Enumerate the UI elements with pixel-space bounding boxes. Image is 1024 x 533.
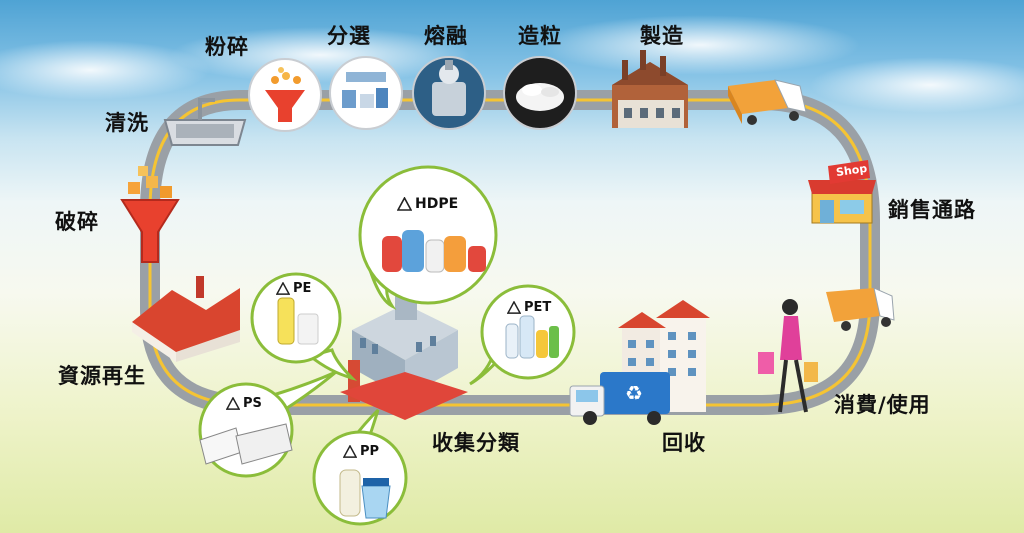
plastic-type-pp: PP — [360, 444, 380, 459]
hdpe-bottles — [382, 230, 486, 273]
bubble-hdpe — [358, 165, 498, 310]
cycle-road — [140, 90, 880, 415]
recycle-triangle-icon — [343, 445, 357, 458]
regeneration-factory-icon — [132, 276, 240, 362]
delivery-truck-right-icon — [826, 287, 895, 331]
label-pelletize: 造粒 — [518, 24, 562, 48]
shop-icon — [808, 160, 876, 224]
shopper-icon — [758, 299, 818, 413]
sort-circle-icon — [329, 56, 403, 130]
recycle-triangle-icon — [397, 197, 412, 211]
bubble-ps — [198, 370, 337, 478]
label-melt: 熔融 — [424, 24, 468, 48]
delivery-truck-top-icon — [728, 79, 807, 125]
label-sales-channel: 銷售通路 — [888, 198, 976, 222]
plastic-type-pet: PET — [524, 300, 552, 315]
pellet-circle-icon — [503, 56, 577, 130]
label-crush: 破碎 — [55, 210, 99, 234]
label-consume-use: 消費/使用 — [834, 393, 931, 417]
tag-pe: PE — [276, 281, 311, 296]
label-resource-regeneration: 資源再生 — [58, 364, 146, 388]
svg-text:♻: ♻ — [625, 381, 643, 405]
label-collect-sort: 收集分類 — [432, 431, 520, 455]
plastic-type-ps: PS — [243, 396, 262, 411]
factory-icon — [612, 50, 688, 128]
bubble-pp — [312, 408, 408, 526]
recycle-triangle-icon — [507, 301, 521, 314]
label-manufacture: 製造 — [640, 24, 684, 48]
funnel-crush-icon — [120, 166, 180, 263]
melt-circle-icon — [412, 56, 486, 130]
plastic-type-pe: PE — [293, 281, 312, 296]
pulverize-circle-icon — [248, 58, 322, 132]
tag-pet: PET — [507, 300, 551, 315]
garbage-truck-icon: ♻ — [569, 372, 670, 425]
collection-plant-icon — [340, 296, 468, 420]
label-recycle: 回收 — [662, 431, 706, 455]
tag-hdpe: HDPE — [397, 196, 458, 212]
bubble-pe — [250, 272, 358, 381]
tag-pp: PP — [343, 444, 379, 459]
bubble-pet — [469, 284, 576, 386]
label-wash: 清洗 — [105, 111, 149, 135]
sink-icon — [163, 98, 247, 146]
label-sort: 分選 — [327, 24, 371, 48]
recycle-triangle-icon — [226, 397, 240, 410]
plastic-type-hdpe: HDPE — [415, 196, 459, 212]
tag-ps: PS — [226, 396, 262, 411]
label-pulverize: 粉碎 — [205, 35, 249, 59]
sky-clouds — [0, 15, 1024, 113]
recycle-triangle-icon — [276, 282, 290, 295]
